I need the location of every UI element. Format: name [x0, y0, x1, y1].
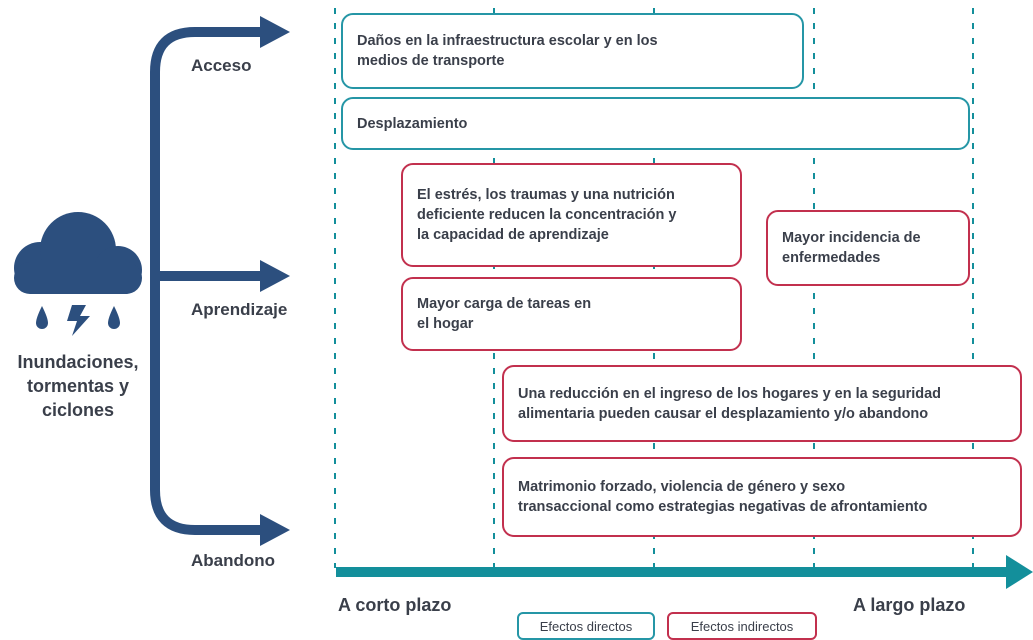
- effect-text: Matrimonio forzado, violencia de género …: [518, 479, 928, 515]
- effect-box-marriage: Matrimonio forzado, violencia de género …: [502, 457, 1022, 537]
- hazard-label-line: tormentas y: [26, 376, 130, 396]
- legend-direct: Efectos directos: [517, 612, 655, 640]
- effect-box-income: Una reducción en el ingreso de los hogar…: [502, 365, 1022, 442]
- hazard-label-line: Inundaciones,: [17, 352, 139, 372]
- effect-text: Mayor incidencia de enfermedades: [782, 230, 921, 266]
- learning-arrowhead: [260, 260, 290, 292]
- access-arrowhead: [260, 16, 290, 48]
- legend-indirect-label: Efectos indirectos: [690, 618, 794, 634]
- effect-text: Una reducción en el ingreso de los hogar…: [518, 385, 942, 422]
- raindrop-icon: [108, 306, 120, 329]
- hazard-label: Inundaciones, tormentas y ciclones: [0, 350, 156, 422]
- effect-box-stress: El estrés, los traumas y una nutrición d…: [401, 163, 742, 267]
- effect-box-infrastructure: Daños en la infraestructura escolar y en…: [341, 13, 804, 89]
- raindrop-icon: [36, 306, 48, 329]
- effect-box-displacement: Desplazamiento: [341, 97, 970, 150]
- legend-indirect: Efectos indirectos: [667, 612, 817, 640]
- effect-box-disease: Mayor incidencia de enfermedades: [766, 210, 970, 286]
- hazard-label-line: ciclones: [41, 400, 115, 420]
- legend-direct-label: Efectos directos: [539, 618, 633, 634]
- branch-label-access: Acceso: [191, 56, 252, 75]
- dropout-arrowhead: [260, 514, 290, 546]
- branch-label-dropout: Abandono: [191, 551, 276, 570]
- timeline-label-long: A largo plazo: [853, 595, 966, 615]
- lightning-icon: [67, 305, 90, 336]
- effect-text: Mayor carga de tareas en el hogar: [417, 296, 592, 332]
- branch-bracket: [150, 27, 263, 535]
- branch-label-learning: Aprendizaje: [191, 300, 288, 319]
- storm-cloud-icon: [14, 212, 142, 336]
- effect-text: Desplazamiento: [357, 115, 468, 132]
- effect-text: El estrés, los traumas y una nutrición d…: [417, 187, 677, 243]
- effect-box-household: Mayor carga de tareas en el hogar: [401, 277, 742, 351]
- branch-arrowheads: [260, 16, 290, 546]
- timeline-label-short: A corto plazo: [338, 595, 452, 615]
- effect-text: Daños en la infraestructura escolar y en…: [357, 33, 658, 69]
- timeline-arrow: [336, 555, 1033, 589]
